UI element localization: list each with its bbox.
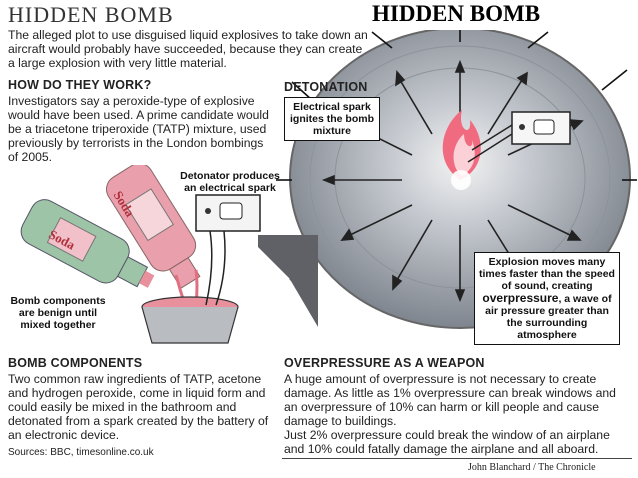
intro-text: The alleged plot to use disguised liquid…: [8, 28, 368, 70]
how-text: Investigators say a peroxide-type of exp…: [8, 94, 269, 164]
page-title: HIDDEN BOMB: [8, 2, 174, 27]
green-bottle: [20, 199, 155, 288]
overpressure-text-1: A huge amount of overpressure is not nec…: [284, 372, 616, 428]
explosion-label-post: , a wave of air pressure greater than th…: [485, 293, 612, 341]
overlay-title: HIDDEN BOMB: [372, 1, 541, 26]
detonation-heading: DETONATION: [284, 80, 368, 94]
spark-label: Electrical spark ignites the bomb mixtur…: [284, 97, 380, 141]
explosion-label: Explosion moves many times faster than t…: [474, 252, 620, 345]
how-heading: HOW DO THEY WORK?: [8, 78, 152, 92]
explosion-label-pre: Explosion moves many times faster than t…: [479, 256, 615, 292]
components-text: Two common raw ingredients of TATP, acet…: [8, 372, 269, 442]
explosion-label-bold: overpressure: [482, 291, 559, 305]
mixing-bowl-icon: [141, 296, 239, 344]
detonator-icon: [195, 194, 261, 306]
direction-arrow-icon: [258, 235, 318, 327]
bottles-illustration: [20, 165, 261, 344]
credit-text: John Blanchard / The Chronicle: [468, 462, 596, 473]
overpressure-text-2: Just 2% overpressure could break the win…: [284, 428, 610, 456]
overpressure-heading: OVERPRESSURE AS A WEAPON: [284, 356, 485, 370]
flame-icon: [442, 110, 481, 190]
sources-text: Sources: BBC, timesonline.co.uk: [8, 447, 154, 458]
device-icon: [467, 111, 571, 163]
footer-divider: [282, 458, 632, 459]
bomb-components-label: Bomb components are benign until mixed t…: [10, 295, 106, 331]
components-heading: BOMB COMPONENTS: [8, 356, 143, 370]
detonator-label: Detonator produces an electrical spark: [180, 170, 280, 194]
